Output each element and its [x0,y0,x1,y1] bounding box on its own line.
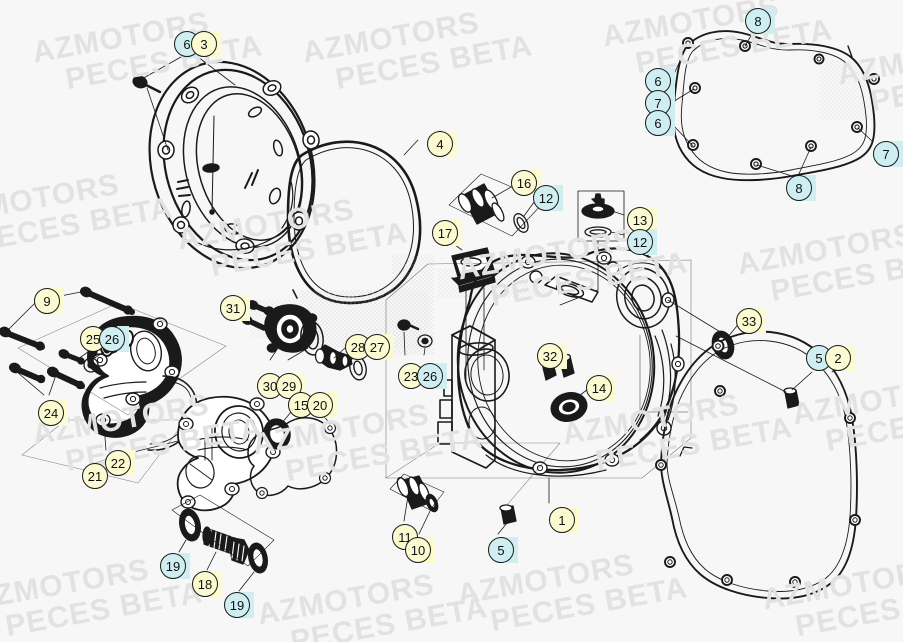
callout-12[interactable]: 12 [533,185,559,211]
callout-31[interactable]: 31 [220,295,246,321]
callout-2[interactable]: 2 [825,345,851,371]
part-gasket-bottomright [655,330,861,600]
part-bolts-24 [8,362,85,390]
part-main-cover-1 [437,247,685,477]
callout-20[interactable]: 20 [307,392,333,418]
callout-14[interactable]: 14 [586,375,612,401]
callout-3[interactable]: 3 [191,31,217,57]
callout-9[interactable]: 9 [34,288,60,314]
callout-10[interactable]: 10 [405,537,431,563]
callout-12[interactable]: 12 [627,229,653,255]
callout-24[interactable]: 24 [38,400,64,426]
part-washer-25-26 [83,357,99,373]
part-outer-clutch-cover-inner [157,79,320,254]
part-bush-kit-11 [389,473,445,513]
callout-22[interactable]: 22 [105,450,131,476]
callout-8[interactable]: 8 [745,8,771,34]
part-oring-12b [584,226,612,238]
part-oil-seal-14 [550,392,588,422]
part-bolts-9 [0,286,135,351]
callout-19[interactable]: 19 [224,592,250,618]
part-pump-cover-21 [176,395,281,512]
callout-6[interactable]: 6 [645,110,671,136]
part-outer-clutch-cover [148,60,316,270]
part-gasket-topright [672,30,880,182]
part-pump-gasket-20 [247,417,338,500]
callout-7[interactable]: 7 [873,141,899,167]
callout-17[interactable]: 17 [432,220,458,246]
part-washer-26 [417,334,433,348]
callout-32[interactable]: 32 [537,343,563,369]
callout-26[interactable]: 26 [99,326,125,352]
part-oring-29 [300,320,324,356]
callout-8[interactable]: 8 [786,175,812,201]
part-dowel-5a [783,387,800,409]
callout-4[interactable]: 4 [427,131,453,157]
callout-27[interactable]: 27 [364,334,390,360]
callout-19[interactable]: 19 [160,553,186,579]
callout-1[interactable]: 1 [549,507,575,533]
part-shaft-sleeve-18 [171,494,275,574]
callout-18[interactable]: 18 [192,571,218,597]
part-bolt-25 [58,349,85,365]
part-oil-cap-13 [581,193,615,219]
part-oil-cap-box [577,190,625,242]
leader-lines-top-left [139,56,236,151]
callout-21[interactable]: 21 [82,463,108,489]
part-pin-23 [397,319,420,331]
part-cover-screw [132,75,162,94]
callout-33[interactable]: 33 [736,308,762,334]
callout-5[interactable]: 5 [488,537,514,563]
callout-26[interactable]: 26 [417,363,443,389]
leader-lines-topright-gasket [670,33,873,177]
part-breather-17 [451,247,496,293]
part-dowel-5b [499,504,517,525]
